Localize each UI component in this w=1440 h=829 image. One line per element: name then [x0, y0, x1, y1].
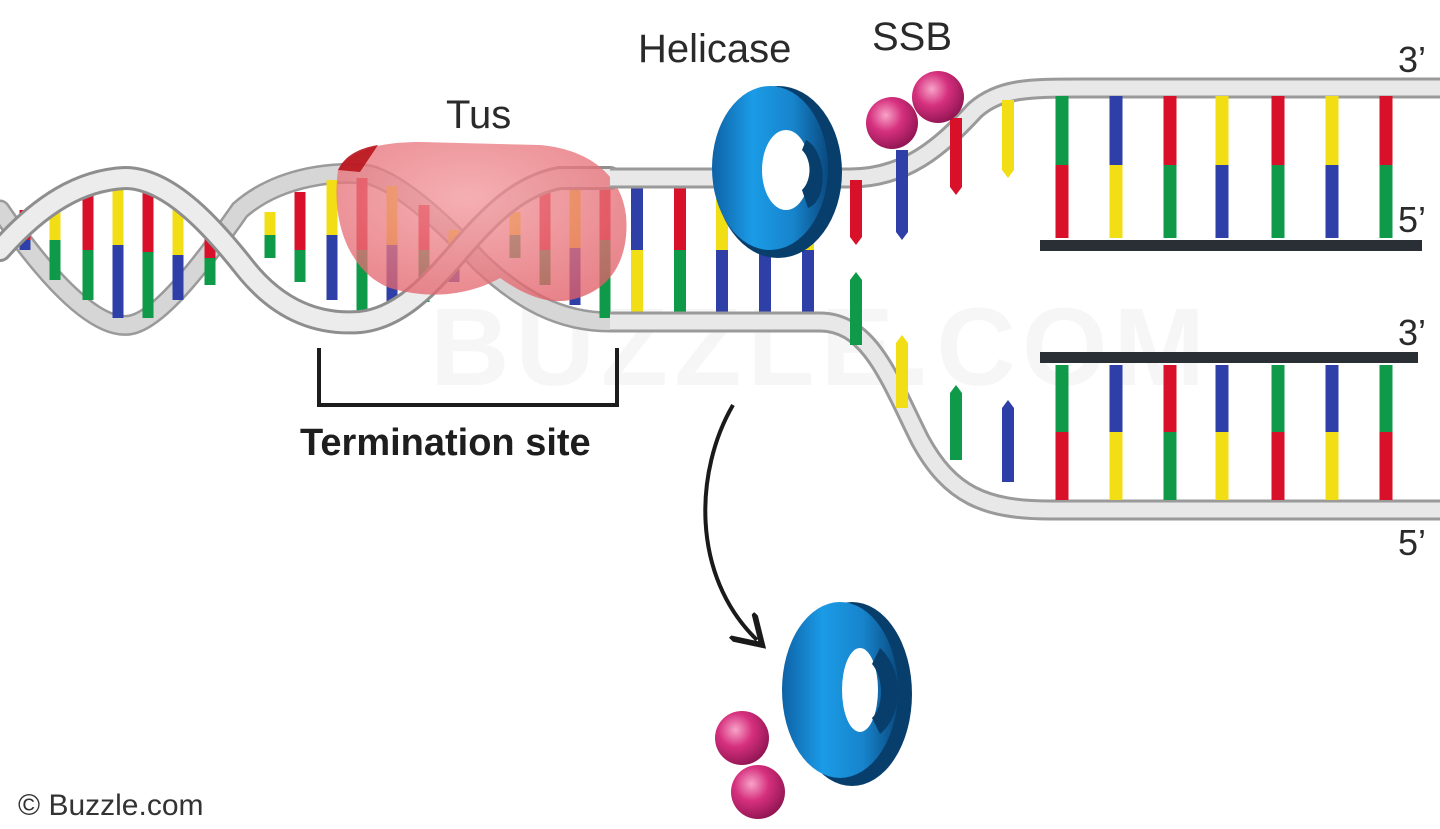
new-strand-bottom [1040, 352, 1418, 363]
termination-site-label: Termination site [300, 422, 591, 464]
unpaired-bases [850, 100, 1014, 482]
replication-fork [610, 77, 1440, 521]
base-pair-upper [142, 188, 154, 252]
middle-3-prime-label: 3’ [1398, 312, 1426, 353]
released-helicase-ring-icon [782, 602, 912, 786]
helicase-ring-icon [712, 86, 842, 258]
curved-arrow-icon [703, 403, 757, 640]
helicase-label: Helicase [638, 27, 791, 71]
base-pair-upper [112, 178, 124, 245]
base-pair-lower [1215, 165, 1229, 238]
base-pair-upper [1215, 96, 1229, 165]
unpaired-base [950, 118, 962, 195]
base-pair-upper [1163, 96, 1177, 165]
base-pair-lower [1055, 432, 1069, 500]
base-pair-lower [112, 245, 124, 318]
base-pair-lower [1271, 432, 1285, 500]
base-pair-lower [326, 235, 338, 300]
base-pair-lower [716, 250, 728, 314]
unpaired-base [1002, 400, 1014, 482]
base-pair-upper [1271, 96, 1285, 165]
ssb-label: SSB [872, 15, 952, 59]
base-pair-upper [204, 238, 216, 258]
unpaired-base [850, 272, 862, 345]
unpaired-base [896, 150, 908, 240]
base-pair-upper [1109, 365, 1123, 432]
base-pair-lower [264, 235, 276, 258]
base-pair-lower [1163, 165, 1177, 238]
new-strand-top [1040, 240, 1422, 251]
base-pair-upper [1055, 96, 1069, 165]
base-pair-upper [172, 210, 184, 255]
ssb-protein-icon [866, 71, 964, 149]
base-pair-lower [674, 250, 686, 314]
copyright-credit: © Buzzle.com [18, 789, 204, 822]
base-pair-lower [1055, 165, 1069, 238]
base-pair-upper [1271, 365, 1285, 432]
base-pair-upper [264, 212, 276, 235]
base-pair-lower [759, 250, 771, 314]
base-pair-lower [19, 240, 31, 250]
base-pair-lower [1379, 165, 1393, 238]
base-pair-upper [82, 182, 94, 250]
base-pair-upper [1325, 96, 1339, 165]
top-3-prime-label: 3’ [1398, 39, 1426, 80]
bottom-5-prime-label: 5’ [1398, 522, 1426, 563]
base-pair-lower [356, 250, 368, 318]
base-pair-upper [1163, 365, 1177, 432]
base-pair-lower [49, 240, 61, 280]
base-pair-upper [1215, 365, 1229, 432]
base-pair-upper [674, 186, 686, 250]
bottom-daughter-base-pairs [1055, 365, 1393, 500]
released-ssb-protein-icon [715, 711, 785, 819]
base-pair-lower [802, 250, 814, 314]
base-pair-upper [1109, 96, 1123, 165]
unpaired-base [850, 180, 862, 245]
base-pair-upper [1379, 96, 1393, 165]
unpaired-base [1002, 100, 1014, 178]
base-pair-upper [1325, 365, 1339, 432]
base-pair-lower [1271, 165, 1285, 238]
tus-label: Tus [446, 93, 511, 137]
base-pair-lower [1325, 165, 1339, 238]
base-pair-lower [1109, 165, 1123, 238]
base-pair-lower [1109, 432, 1123, 500]
unpaired-base [896, 335, 908, 408]
termination-site-bracket [317, 348, 619, 407]
base-pair-upper [631, 186, 643, 250]
base-pair-lower [1215, 432, 1229, 500]
top-5-prime-label: 5’ [1398, 199, 1426, 240]
base-pair-lower [1325, 432, 1339, 500]
base-pair-lower [204, 258, 216, 285]
base-pair-upper [294, 192, 306, 250]
unpaired-base [950, 385, 962, 460]
base-pair-upper [1379, 365, 1393, 432]
tus-protein-icon [336, 142, 627, 302]
base-pair-lower [82, 250, 94, 300]
base-pair-upper [326, 180, 338, 235]
base-pair-lower [631, 250, 643, 314]
top-daughter-base-pairs [1055, 96, 1393, 238]
base-pair-lower [1379, 432, 1393, 500]
base-pair-upper [49, 195, 61, 240]
base-pair-lower [294, 250, 306, 282]
base-pair-lower [172, 255, 184, 300]
base-pair-upper [1055, 365, 1069, 432]
base-pair-lower [1163, 432, 1177, 500]
base-pair-lower [142, 252, 154, 318]
